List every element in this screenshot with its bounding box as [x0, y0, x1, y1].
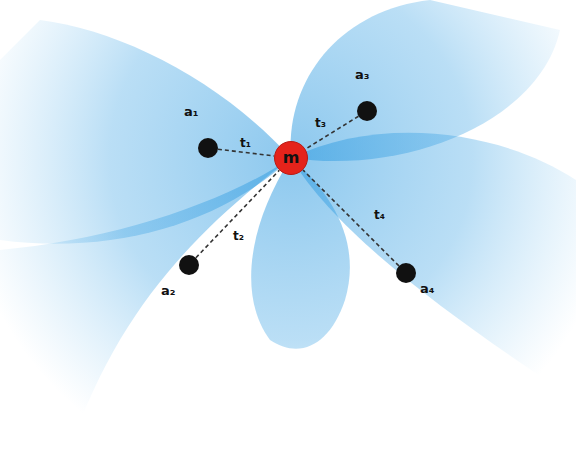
dashed-link	[303, 170, 399, 266]
node-label: a₃	[355, 67, 369, 82]
anchor-dot: a₃	[357, 101, 377, 121]
anchor-dot: a₂	[179, 255, 199, 275]
edge-label: t₂	[233, 229, 244, 243]
node-label: a₂	[161, 283, 175, 298]
hub-label: m	[283, 150, 300, 166]
hub-circle: m	[274, 141, 308, 175]
dashed-link	[196, 170, 279, 257]
node-label: a₄	[420, 281, 434, 296]
beam-petal	[0, 20, 291, 244]
edge-label: t₃	[315, 116, 326, 130]
dashed-link	[218, 149, 274, 156]
beam-petal	[251, 158, 350, 349]
beam-petal	[0, 158, 291, 450]
node-label: a₁	[184, 104, 198, 119]
edge-label: t₁	[240, 136, 251, 150]
anchor-dot: a₁	[198, 138, 218, 158]
anchor-dot: a₄	[396, 263, 416, 283]
edge-label: t₄	[374, 208, 385, 222]
dashed-link	[305, 116, 358, 149]
